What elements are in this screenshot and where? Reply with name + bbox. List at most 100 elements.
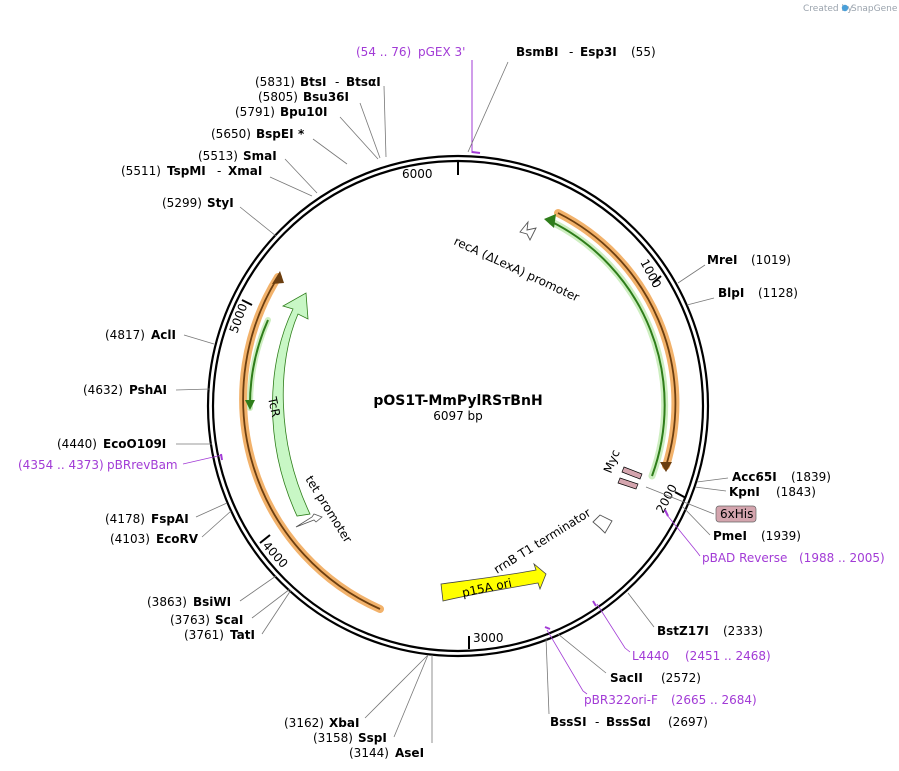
site-acc65i-name: Acc65I [732, 470, 777, 484]
rrnb-terminator-label: rrnB T1 terminator [491, 505, 593, 576]
site-styi: (5299) StyI [162, 196, 234, 210]
site-sspi-pos: (3158) [313, 731, 353, 745]
primer-pbrrevbam-range: (4354 .. 4373) [18, 458, 104, 472]
tick-4000-mark [259, 534, 271, 544]
myc-tag-box [621, 466, 643, 480]
site-eco0109i-name: EcoO109I [103, 437, 166, 451]
leader-styi [239, 206, 277, 237]
site-pmei-name: PmeI [713, 529, 747, 543]
reca-promoter-label: recA (ΔLexA) promoter [452, 234, 582, 304]
site-bstz17i: BstZ17I (2333) [657, 624, 763, 638]
site-asei-name: AseI [395, 746, 424, 760]
leader-blpi [686, 297, 715, 306]
site-kpni: KpnI (1843) [729, 485, 816, 499]
tick-5000-label: 5000 [227, 302, 251, 335]
leader-acc65i [696, 477, 729, 483]
site-bsiwi-name: BsiWI [193, 595, 231, 609]
myc-label: Myc [601, 448, 623, 476]
site-ecorv-pos: (4103) [110, 532, 150, 546]
site-acc65i-pos: (1839) [791, 470, 831, 484]
primer-pbadrev-range: (1988 .. 2005) [799, 551, 885, 565]
site-kpni-name: KpnI [729, 485, 760, 499]
site-ecorv: (4103) EcoRV [110, 532, 199, 546]
snapgene-logo-icon [841, 4, 849, 12]
credit-prefix: Created by [803, 4, 853, 14]
primer-pgex3: (54 .. 76) pGEX 3' [356, 45, 465, 59]
orf-right-outline [554, 209, 680, 470]
primer-pgex3-name: pGEX 3' [418, 45, 465, 59]
site-sspi: (3158) SspI [313, 731, 387, 745]
backbone-outer-ring [206, 154, 710, 658]
site-bsiwi: (3863) BsiWI [147, 595, 231, 609]
cds-right-line [551, 221, 666, 477]
site-bsu36i-name: Bsu36I [303, 90, 349, 104]
site-tspmi-sep: - [217, 164, 221, 178]
tet-promoter-arrow [295, 513, 323, 528]
primer-pbadrev: pBAD Reverse (1988 .. 2005) [702, 551, 885, 565]
snapgene-credit: Created by SnapGene [803, 4, 898, 14]
site-bsmbi-pos: (55) [631, 45, 656, 59]
site-smai: (5513) SmaI [198, 149, 277, 163]
site-tspmi-name2: XmaI [228, 164, 262, 178]
leader-kpni [694, 486, 727, 492]
plasmid-title: pOS1T-MmPylRSтBnH 6097 bp [373, 393, 542, 423]
site-tspmi-pos: (5511) [121, 164, 161, 178]
site-pshai: (4632) PshAI [83, 383, 167, 397]
his-tag-label: 6xHis [720, 507, 753, 521]
site-pmei-pos: (1939) [761, 529, 801, 543]
site-tspmi-name: TspMI [167, 164, 206, 178]
site-asei: (3144) AseI [349, 746, 424, 760]
reca-promoter-arrow [519, 220, 537, 242]
primer-labels: (54 .. 76) pGEX 3' (4354 .. 4373) pBRrev… [18, 45, 885, 707]
site-styi-name: StyI [207, 196, 234, 210]
leader-mrei [677, 264, 706, 284]
leader-fspai [195, 502, 228, 518]
site-blpi: BlpI (1128) [718, 286, 798, 300]
primer-pbr322orif: pBR322ori-F (2665 .. 2684) [584, 693, 757, 707]
site-kpni-pos: (1843) [776, 485, 816, 499]
site-bsu36i: (5805) Bsu36I [258, 90, 349, 104]
leader-pbrrevbam [182, 454, 223, 465]
rrnb-terminator-arrow [592, 514, 613, 534]
primer-pbrrevbam: (4354 .. 4373) pBRrevBam [18, 458, 178, 472]
primer-l4440: L4440 (2451 .. 2468) [632, 649, 771, 663]
site-bspei-name: BspEI [256, 127, 294, 141]
site-btsi-pos: (5831) [255, 75, 295, 89]
l4440-mark [592, 600, 597, 607]
tcr-label: TcR [265, 395, 283, 419]
p15a-ori-arrow [440, 562, 547, 602]
site-bsmbi-sep: - [569, 45, 573, 59]
site-bsiwi-pos: (3863) [147, 595, 187, 609]
features: TcR tet promoter recA (ΔLexA) promoter M… [239, 209, 757, 613]
site-fspai-name: FspAI [151, 512, 189, 526]
cds-left-arrowhead [245, 400, 255, 410]
site-btsi-name2: BtsαI [346, 75, 381, 89]
site-tati-pos: (3761) [184, 628, 224, 642]
site-acc65i: Acc65I (1839) [732, 470, 831, 484]
primer-pbrrevbam-name: pBRrevBam [107, 458, 178, 472]
leader-xbai [364, 654, 429, 719]
orf-right-arrowhead [660, 462, 672, 472]
site-bspei-pos: (5650) [211, 127, 251, 141]
leader-his [645, 486, 715, 515]
leader-bsssi [545, 637, 550, 715]
site-acli-name: AclI [151, 328, 176, 342]
site-blpi-pos: (1128) [758, 286, 798, 300]
site-bsssi-pos: (2697) [668, 715, 708, 729]
site-bspei-star: * [298, 127, 305, 141]
site-btsi-name: BtsI [300, 75, 327, 89]
site-asei-pos: (3144) [349, 746, 389, 760]
leader-ecorv [201, 510, 232, 538]
leader-scai [251, 588, 291, 619]
site-pmei: PmeI (1939) [713, 529, 801, 543]
leader-smai [284, 158, 318, 194]
site-sacii-name: SacII [610, 671, 643, 685]
tick-6000-label: 6000 [402, 167, 433, 181]
site-scai-name: ScaI [215, 613, 243, 627]
site-bsu36i-pos: (5805) [258, 90, 298, 104]
site-bpu10i-pos: (5791) [235, 105, 275, 119]
site-bspei: (5650) BspEI * [211, 127, 305, 141]
site-xbai-name: XbaI [329, 716, 359, 730]
leader-bpu10i [339, 116, 379, 160]
